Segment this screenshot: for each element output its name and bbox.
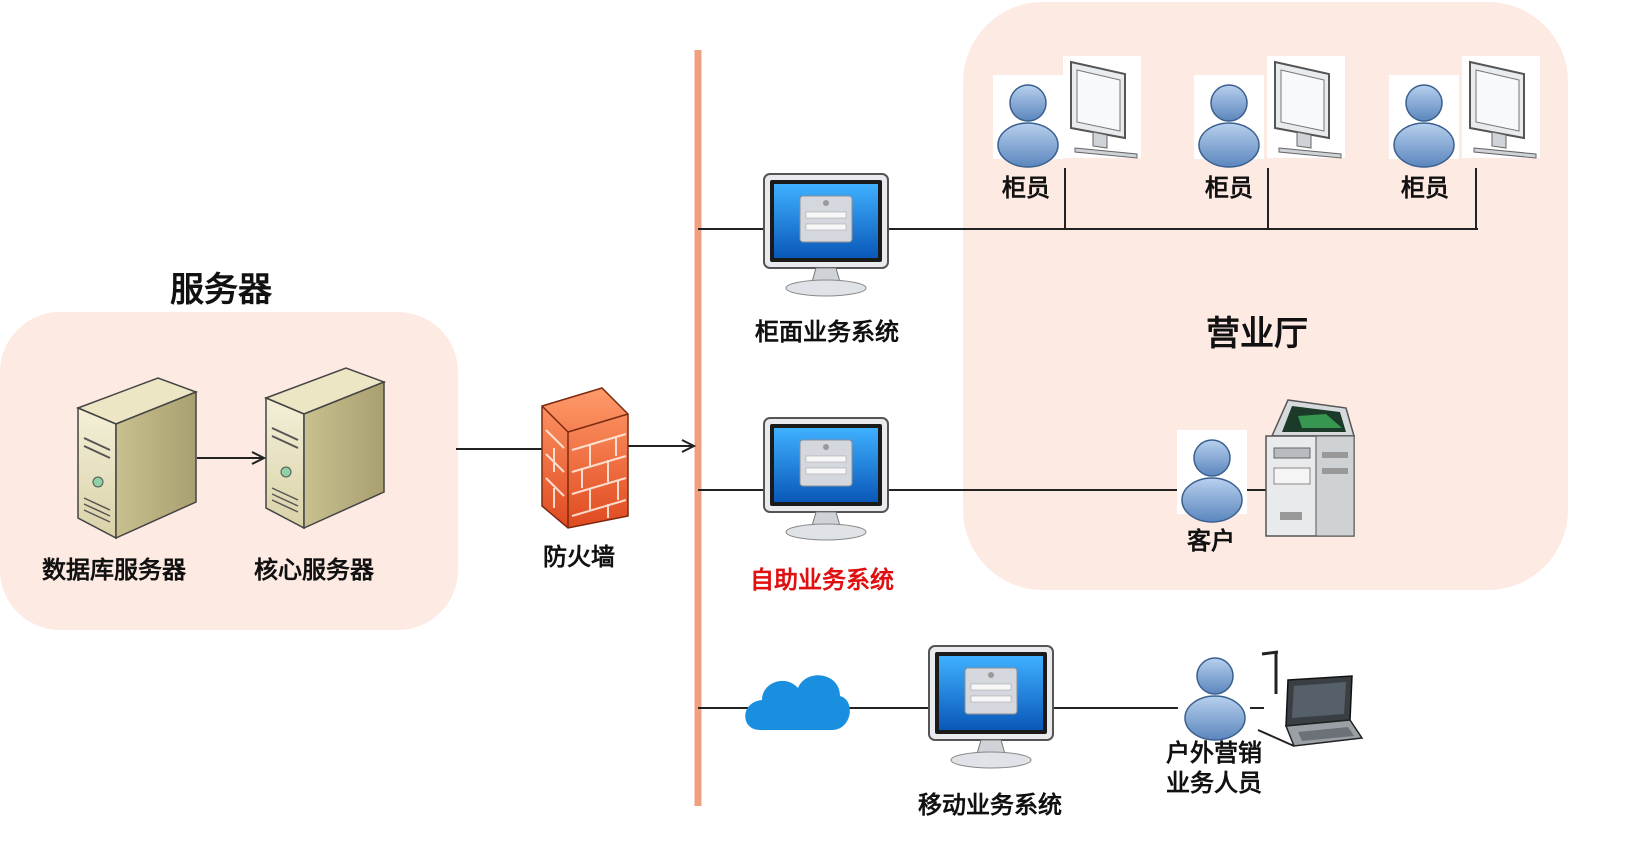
counter-system-monitor-icon [763, 173, 889, 297]
self-service-monitor-icon [763, 417, 889, 541]
firewall-icon [541, 387, 629, 529]
outdoor-staff-label-line2: 业务人员 [1166, 769, 1262, 797]
teller-monitor-icon [1266, 55, 1346, 159]
hall-title: 营业厅 [1206, 314, 1308, 354]
counter-system-label: 柜面业务系统 [755, 318, 899, 346]
firewall-label: 防火墙 [543, 543, 615, 571]
server-group-title: 服务器 [170, 270, 272, 310]
database-server-label: 数据库服务器 [42, 556, 186, 584]
outdoor-staff-label-line1: 户外营销 [1166, 739, 1262, 767]
outdoor-staff-person-icon [1179, 647, 1251, 741]
teller-person-icon [992, 74, 1064, 168]
core-server-label: 核心服务器 [254, 556, 374, 584]
teller-monitor-icon [1062, 55, 1142, 159]
customer-person-icon [1176, 429, 1248, 523]
teller-label: 柜员 [1002, 174, 1050, 202]
outdoor-staff-label: 户外营销 业务人员 [1166, 738, 1262, 798]
customer-label: 客户 [1187, 527, 1235, 555]
teller-label: 柜员 [1401, 174, 1449, 202]
cloud-icon [745, 675, 850, 730]
mobile-system-label: 移动业务系统 [918, 791, 1062, 819]
teller-label: 柜员 [1205, 174, 1253, 202]
teller-monitor-icon [1461, 55, 1541, 159]
mobile-system-monitor-icon [928, 645, 1054, 769]
teller-person-icon [1193, 74, 1265, 168]
self-service-system-label: 自助业务系统 [750, 566, 894, 594]
laptop-icon [1257, 650, 1364, 747]
teller-person-icon [1388, 74, 1460, 168]
atm-kiosk-icon [1265, 399, 1355, 537]
